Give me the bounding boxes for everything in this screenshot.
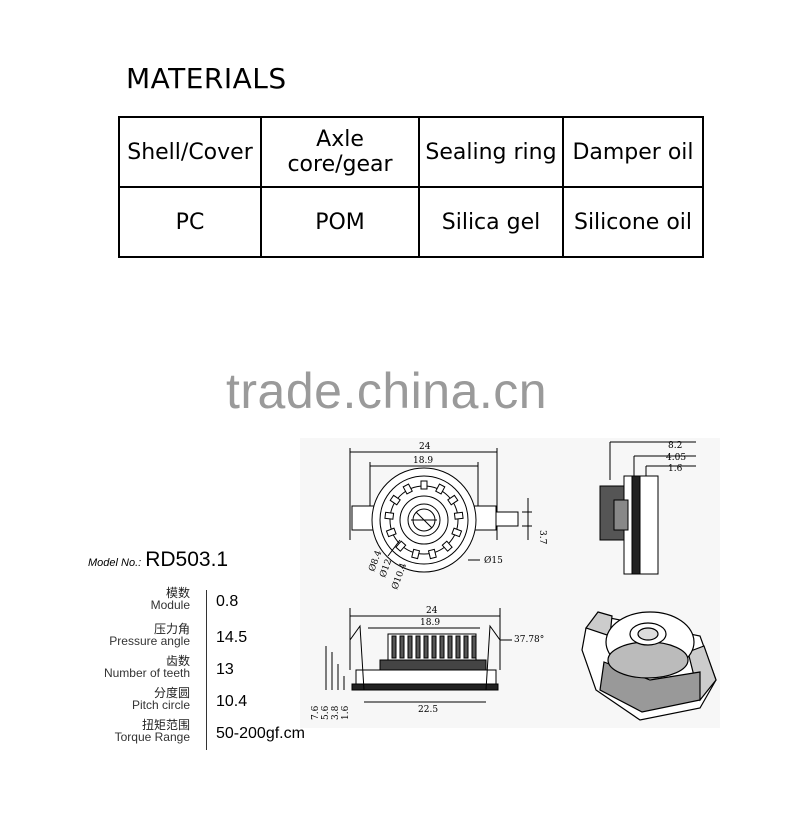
spec-cn: 齿数 [165, 654, 190, 668]
dim-h76: 7.6 [311, 705, 321, 720]
gear-tooth [439, 635, 445, 659]
materials-table: Shell/Cover Axle core/gear Sealing ring … [118, 116, 704, 258]
top-view-gear-teeth [384, 480, 464, 560]
dim-side-16: 1.6 [668, 464, 683, 474]
spec-row: 模数 Module 0.8 [86, 584, 346, 616]
table-cell: POM [260, 186, 420, 258]
spec-row: 分度圆 Pitch circle 10.4 [86, 684, 346, 716]
spec-row: 齿数 Number of teeth 13 [86, 652, 346, 684]
spec-value: 50-200gf.cm [216, 725, 305, 742]
gear-tooth [391, 635, 397, 659]
table-cell: PC [118, 186, 262, 258]
table-cell: Silica gel [418, 186, 564, 258]
gear-tooth [435, 483, 446, 495]
gear-tooth [395, 540, 407, 552]
spec-en: Torque Range [114, 730, 190, 744]
dim-side-82: 8.2 [668, 441, 682, 451]
gear-tooth [402, 483, 413, 495]
model-value: RD503.1 [145, 548, 229, 571]
spec-value: 13 [216, 661, 234, 678]
spec-value: 14.5 [216, 629, 248, 646]
spec-row: 扭矩范围 Torque Range 50-200gf.cm [86, 716, 346, 748]
spec-en: Number of teeth [103, 666, 190, 680]
gear-tooth [423, 635, 429, 659]
gear-tooth [407, 635, 413, 659]
spec-cn: 模数 [165, 586, 190, 600]
gear-tooth [427, 548, 437, 560]
gear-tooth [389, 494, 401, 506]
table-header-row: Shell/Cover Axle core/gear Sealing ring … [118, 116, 704, 188]
model-number: Model No.:RD503.1 [88, 548, 228, 572]
header-cell: Shell/Cover [118, 116, 262, 188]
gear-tooth [415, 635, 421, 659]
gear-tooth [420, 480, 428, 490]
spec-row: 压力角 Pressure angle 14.5 [86, 620, 346, 652]
header-cell: Sealing ring [418, 116, 564, 188]
model-label: Model No.: [88, 557, 142, 569]
gear-tooth [471, 635, 477, 659]
dim-h56: 5.6 [321, 705, 331, 720]
spec-value: 10.4 [216, 693, 248, 710]
spec-value: 0.8 [216, 593, 239, 610]
spec-cn: 压力角 [153, 622, 190, 636]
spec-cn: 分度圆 [153, 686, 190, 700]
gear-tooth [384, 511, 395, 520]
table-row: PC POM Silica gel Silicone oil [118, 186, 704, 258]
dim-front-width: 24 [426, 606, 438, 616]
side-view-drawing [599, 441, 696, 575]
gear-tooth [431, 635, 437, 659]
gear-tooth [385, 527, 397, 538]
dim-h16: 1.6 [341, 705, 351, 720]
spec-en: Module [150, 598, 190, 612]
table-cell: Silicone oil [562, 186, 704, 258]
spec-cn: 扭矩范围 [141, 718, 190, 732]
gear-tooth [399, 635, 405, 659]
gear-tooth [447, 494, 459, 506]
isometric-view-drawing [581, 611, 717, 721]
dim-top-inner: 18.9 [413, 456, 433, 466]
header-cell: Damper oil [562, 116, 704, 188]
watermark-text: trade.china.cn [226, 363, 548, 419]
dim-top-width: 24 [419, 442, 431, 452]
front-view-gear-teeth [391, 635, 477, 659]
front-view-drawing [325, 608, 512, 703]
gear-tooth [453, 511, 464, 520]
dim-top-side: 3.7 [537, 530, 547, 545]
dim-d15: Ø15 [484, 555, 503, 566]
gear-tooth [463, 635, 469, 659]
gear-tooth [451, 527, 463, 538]
gear-tooth [455, 635, 461, 659]
spec-en: Pitch circle [131, 698, 190, 712]
spec-en: Pressure angle [109, 634, 190, 648]
page-title: MATERIALS [126, 62, 287, 95]
spec-divider [206, 590, 207, 750]
dim-h38: 3.8 [331, 705, 341, 720]
gear-tooth [441, 540, 453, 552]
header-cell: Axle core/gear [260, 116, 420, 188]
gear-tooth [447, 635, 453, 659]
dim-base: 22.5 [418, 705, 438, 715]
dim-angle: 37.78° [514, 635, 544, 645]
dim-front-inner: 18.9 [420, 618, 440, 628]
gear-tooth [411, 548, 421, 560]
dim-side-405: 4.05 [666, 453, 686, 463]
